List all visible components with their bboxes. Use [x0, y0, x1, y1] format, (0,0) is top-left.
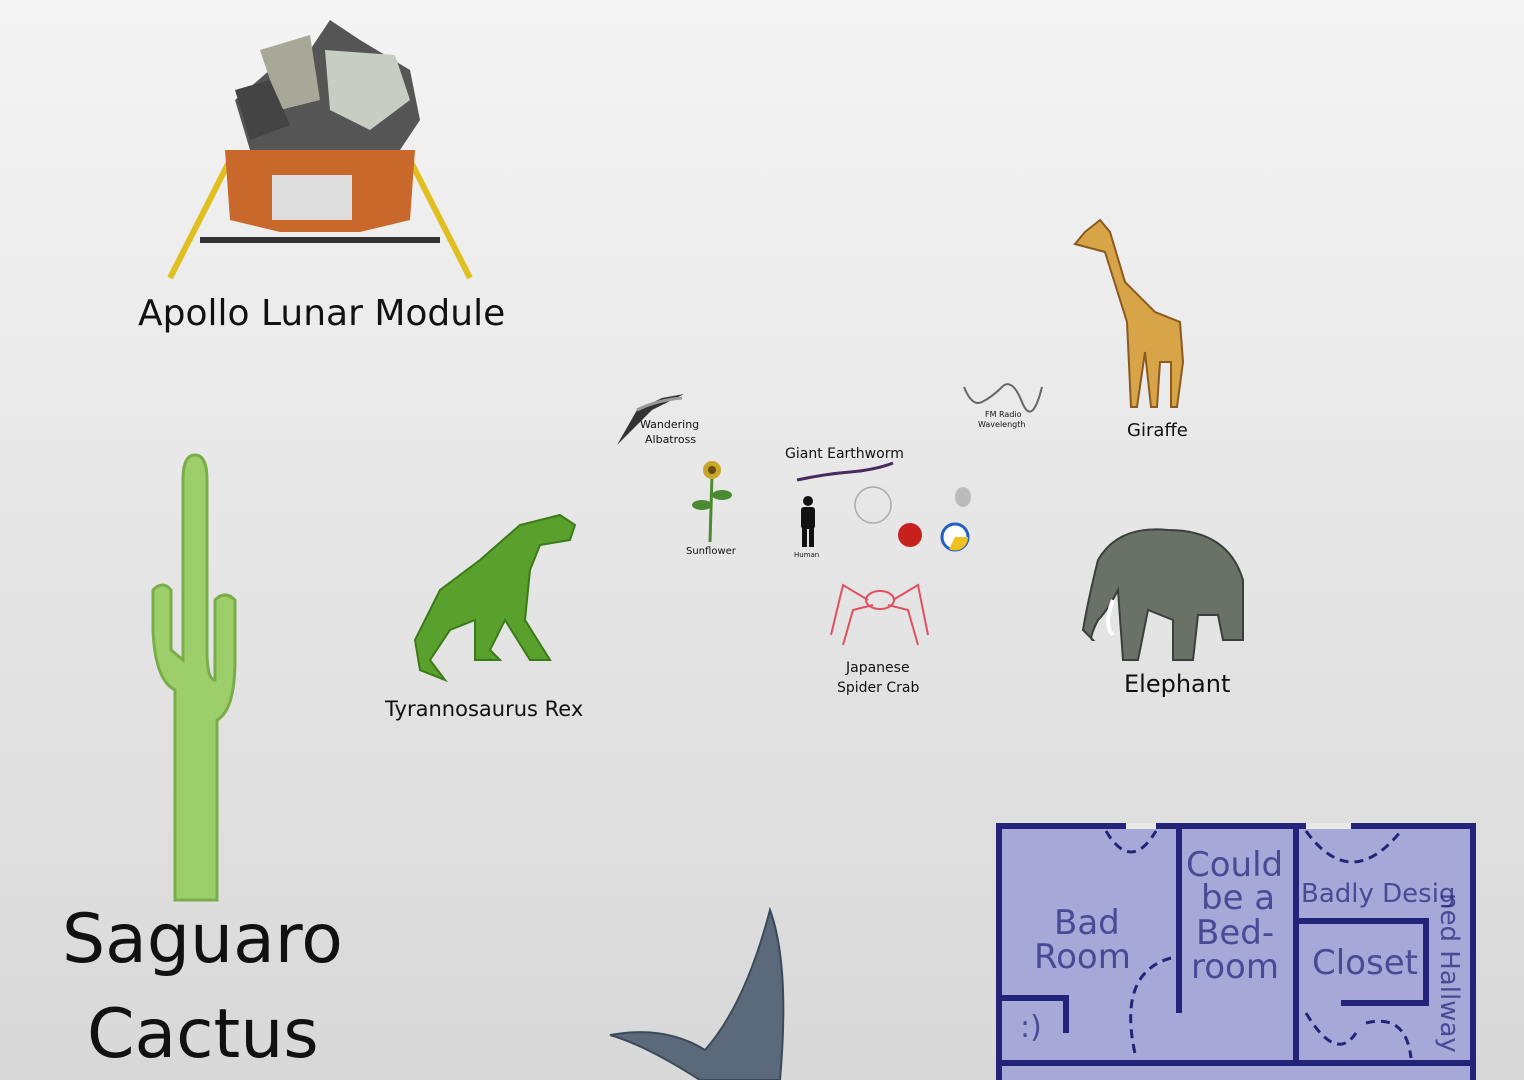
- albatross-icon: [617, 394, 684, 445]
- whale-tail-icon: [609, 906, 785, 1080]
- fm-wave-icon: [963, 383, 1043, 413]
- small-objects-icon: [854, 486, 971, 552]
- human-label: Human: [794, 551, 820, 559]
- bedroom-3: Bed-: [1196, 913, 1275, 953]
- bedroom-1: Could: [1186, 845, 1284, 885]
- cactus-label-1: Saguaro: [62, 900, 343, 979]
- giraffe-label: Giraffe: [1127, 420, 1188, 441]
- saguaro-cactus-icon: [151, 453, 237, 902]
- albatross-label-2: Albatross: [645, 433, 697, 446]
- hallway-1: Badly Desig: [1301, 879, 1456, 909]
- floorplan: Bad Room Could be a Bed- room Badly Desi…: [996, 823, 1476, 1080]
- apollo-label: Apollo Lunar Module: [138, 293, 506, 334]
- bad-room-1: Bad: [1054, 903, 1120, 943]
- giraffe-icon: [1073, 218, 1185, 408]
- crab-label-2: Spider Crab: [837, 680, 920, 696]
- fm-label-2: Wavelength: [978, 420, 1026, 429]
- apollo-lunar-module-icon: [167, 20, 473, 280]
- spider-crab-icon: [830, 583, 929, 646]
- cactus-label-2: Cactus: [87, 995, 319, 1074]
- earthworm-label: Giant Earthworm: [785, 446, 904, 462]
- bedroom-4: room: [1191, 947, 1279, 987]
- crab-label-1: Japanese: [846, 660, 910, 676]
- bad-room-2: Room: [1034, 937, 1131, 977]
- smiley: :): [1020, 1010, 1042, 1045]
- hallway-2: ned Hallway: [1434, 893, 1464, 1053]
- earthworm-icon: [796, 461, 894, 482]
- bedroom-2: be a: [1201, 878, 1276, 918]
- elephant-label: Elephant: [1124, 670, 1231, 698]
- fm-label-1: FM Radio: [985, 410, 1022, 419]
- sunflower-icon: [692, 461, 732, 543]
- sunflower-label: Sunflower: [686, 546, 736, 557]
- apollo-lunar-module[interactable]: [160, 10, 480, 285]
- human-icon: [801, 496, 815, 547]
- closet-label: Closet: [1312, 943, 1418, 983]
- elephant-icon: [1081, 528, 1244, 661]
- tyrannosaurus-rex-icon: [413, 513, 577, 683]
- trex-label: Tyrannosaurus Rex: [385, 697, 584, 721]
- floorplan-walls: [996, 823, 1476, 1080]
- albatross-label-1: Wandering: [640, 418, 700, 431]
